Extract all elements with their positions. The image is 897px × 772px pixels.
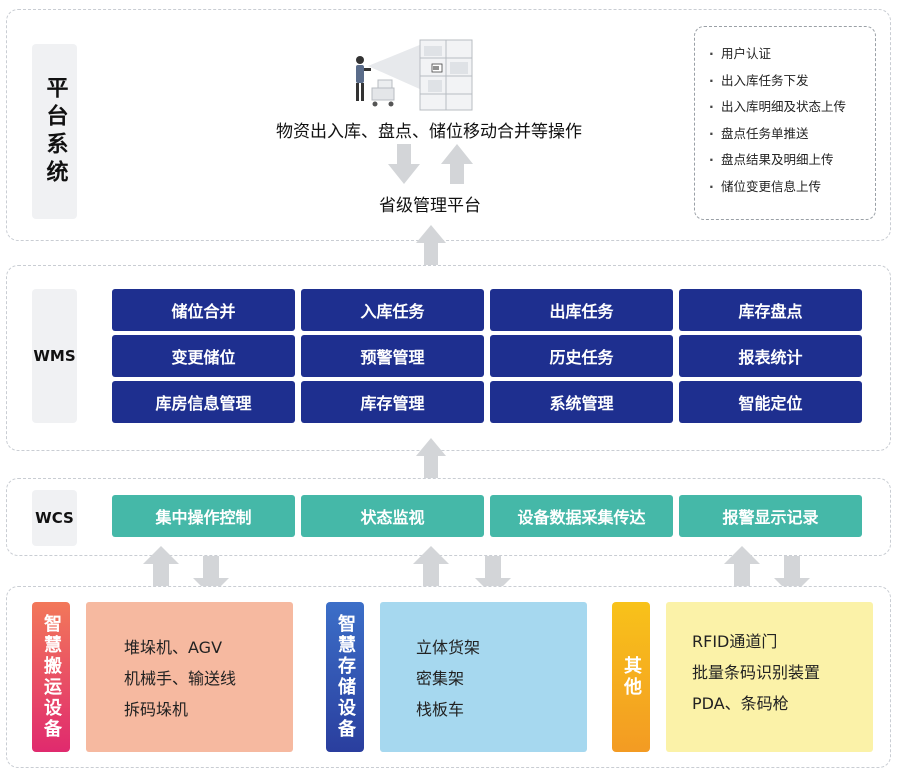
wcs-item-central-control[interactable]: 集中操作控制 xyxy=(112,495,295,537)
device-line: RFID通道门 xyxy=(692,632,778,651)
arrow-up-icon xyxy=(441,144,473,184)
warehouse-worker-scanner-illustration xyxy=(356,39,473,111)
handling-devices-tab: 智慧搬运设备 xyxy=(32,602,70,752)
device-line: PDA、条码枪 xyxy=(692,694,789,713)
platform-notes-box: 用户认证 出入库任务下发 出入库明细及状态上传 盘点任务单推送 盘点结果及明细上… xyxy=(694,26,876,220)
wms-item-outbound-task[interactable]: 出库任务 xyxy=(490,289,673,331)
wcs-tag: WCS xyxy=(32,490,77,546)
handling-devices-box: 堆垛机、AGV 机械手、输送线 拆码垛机 xyxy=(86,602,293,752)
device-line: 批量条码识别装置 xyxy=(692,663,821,682)
note-item: 盘点任务单推送 xyxy=(709,121,875,148)
note-item: 用户认证 xyxy=(709,41,875,68)
wms-item-history-task[interactable]: 历史任务 xyxy=(490,335,673,377)
note-item: 盘点结果及明细上传 xyxy=(709,147,875,174)
wcs-item-alarm-record[interactable]: 报警显示记录 xyxy=(679,495,862,537)
arrow-up-icon xyxy=(143,546,179,586)
device-line: 栈板车 xyxy=(416,700,465,719)
note-item: 储位变更信息上传 xyxy=(709,174,875,201)
device-line: 拆码垛机 xyxy=(124,700,189,719)
device-line: 密集架 xyxy=(416,669,465,688)
wms-item-alert-management[interactable]: 预警管理 xyxy=(301,335,484,377)
wms-item-inventory-check[interactable]: 库存盘点 xyxy=(679,289,862,331)
storage-devices-box: 立体货架 密集架 栈板车 xyxy=(380,602,587,752)
device-line: 机械手、输送线 xyxy=(124,669,237,688)
wms-tag: WMS xyxy=(32,289,77,423)
arrow-up-icon xyxy=(724,546,760,586)
wcs-item-status-monitor[interactable]: 状态监视 xyxy=(301,495,484,537)
wcs-item-data-collection[interactable]: 设备数据采集传达 xyxy=(490,495,673,537)
note-item: 出入库任务下发 xyxy=(709,68,875,95)
other-devices-tab: 其他 xyxy=(612,602,650,752)
device-line: 立体货架 xyxy=(416,638,481,657)
wms-item-warehouse-info[interactable]: 库房信息管理 xyxy=(112,381,295,423)
wms-item-inbound-task[interactable]: 入库任务 xyxy=(301,289,484,331)
platform-tag: 平台系统 xyxy=(32,44,77,219)
wms-item-stock-management[interactable]: 库存管理 xyxy=(301,381,484,423)
arrow-up-icon xyxy=(413,546,449,586)
wms-item-storage-merge[interactable]: 储位合并 xyxy=(112,289,295,331)
arrow-up-icon xyxy=(416,225,446,265)
note-item: 出入库明细及状态上传 xyxy=(709,94,875,121)
device-line: 堆垛机、AGV xyxy=(124,638,223,657)
wms-item-system-management[interactable]: 系统管理 xyxy=(490,381,673,423)
wms-item-smart-positioning[interactable]: 智能定位 xyxy=(679,381,862,423)
other-devices-box: RFID通道门 批量条码识别装置 PDA、条码枪 xyxy=(666,602,873,752)
storage-devices-tab: 智慧存储设备 xyxy=(326,602,364,752)
wms-item-change-location[interactable]: 变更储位 xyxy=(112,335,295,377)
arrow-up-icon xyxy=(416,438,446,478)
arrow-down-icon xyxy=(388,144,420,184)
wms-item-report-stats[interactable]: 报表统计 xyxy=(679,335,862,377)
operations-label: 物资出入库、盘点、储位移动合并等操作 xyxy=(276,122,582,142)
management-platform-label: 省级管理平台 xyxy=(379,196,481,216)
